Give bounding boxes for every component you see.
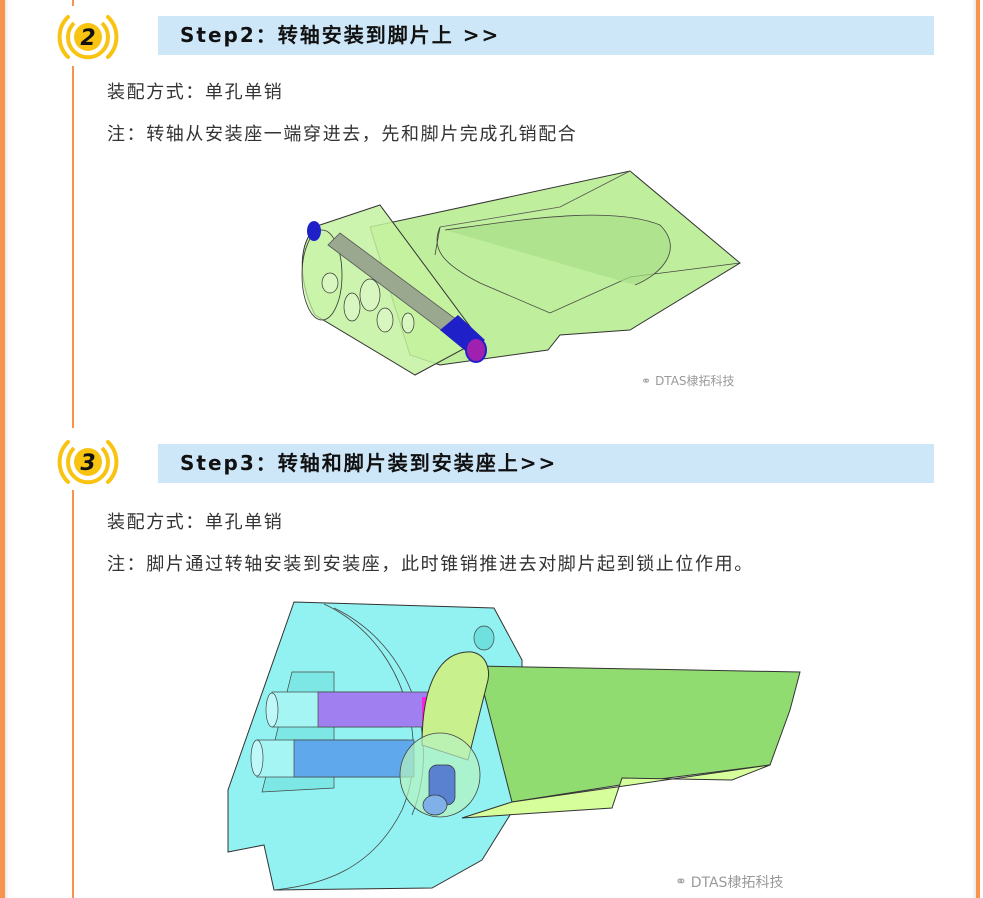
watermark: ⚭ DTAS棣拓科技 [675, 872, 783, 892]
assembly-note-text: 注：脚片通过转轴安装到安装座，此时锥销推进去对脚片起到锁止位作用。 [107, 554, 754, 575]
watermark-text: DTAS棣拓科技 [655, 374, 735, 388]
step-number-badge: 2 [54, 3, 122, 71]
step-number-badge: 3 [54, 428, 122, 496]
step-title: Step2：转轴安装到脚片上 >> [180, 23, 501, 47]
step-3-figure [222, 600, 802, 892]
step-header-bar: Step2：转轴安装到脚片上 >> [158, 16, 934, 55]
svg-text:2: 2 [80, 26, 95, 51]
mounting-base-assembly-illustration [227, 601, 801, 891]
step-2-figure [290, 165, 750, 380]
watermark-text: DTAS棣拓科技 [690, 875, 784, 891]
assembly-method-text: 装配方式：单孔单销 [107, 82, 284, 103]
step-badge-icon: 3 [57, 440, 119, 485]
step-header-bar: Step3：转轴和脚片装到安装座上>> [158, 444, 934, 483]
page-frame-left [0, 0, 9, 898]
timeline-line [72, 0, 74, 6]
timeline-line [72, 490, 74, 898]
wechat-icon: ⚭ [675, 874, 687, 890]
assembly-method-text: 装配方式：单孔单销 [107, 512, 284, 533]
watermark: ⚭ DTAS棣拓科技 [641, 372, 735, 389]
step-title: Step3：转轴和脚片装到安装座上>> [180, 451, 558, 475]
assembly-note-text: 注：转轴从安装座一端穿进去，先和脚片完成孔销配合 [107, 124, 578, 145]
page-frame-right [972, 0, 980, 898]
wechat-icon: ⚭ [641, 373, 652, 388]
step-badge-icon: 2 [57, 15, 119, 60]
timeline-line [72, 66, 74, 428]
svg-text:3: 3 [80, 451, 95, 476]
foot-plate-with-shaft-illustration [301, 170, 741, 376]
